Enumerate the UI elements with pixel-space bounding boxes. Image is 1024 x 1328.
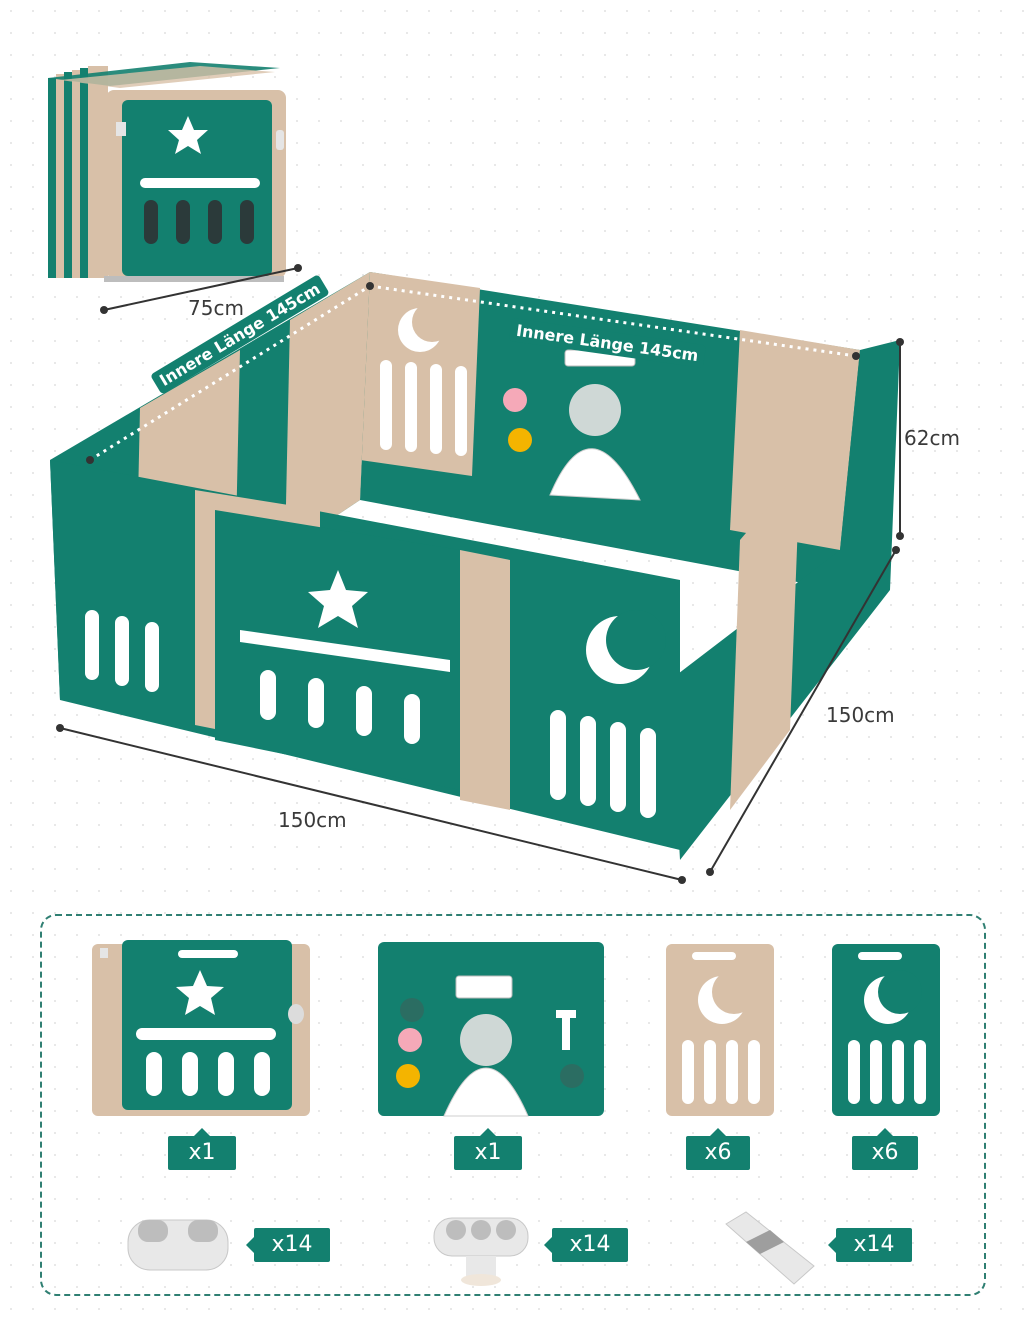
connector-b-image [428, 1212, 538, 1288]
front-length-label: 150cm [278, 808, 347, 832]
activity-panel-image [376, 940, 606, 1120]
folded-width-line [100, 262, 310, 322]
connector-b-qty: x14 [544, 1228, 628, 1262]
beige-panel-qty: x6 [686, 1128, 750, 1170]
parts-list-box [40, 914, 986, 1296]
door-panel-image [86, 940, 316, 1120]
beige-panel-image [662, 940, 782, 1120]
green-panel-qty: x6 [852, 1128, 918, 1170]
folded-playpen-image [40, 60, 310, 300]
connector-c-image [720, 1206, 820, 1290]
height-label: 62cm [904, 426, 960, 450]
folded-width-label: 75cm [188, 296, 244, 320]
door-panel-qty: x1 [168, 1128, 236, 1170]
green-panel-image [828, 940, 948, 1120]
activity-panel-qty: x1 [454, 1128, 522, 1170]
assembled-playpen-image [40, 250, 920, 890]
connector-a-image [124, 1212, 234, 1282]
connector-c-qty: x14 [828, 1228, 912, 1262]
connector-a-qty: x14 [246, 1228, 330, 1262]
side-length-label: 150cm [826, 703, 895, 727]
